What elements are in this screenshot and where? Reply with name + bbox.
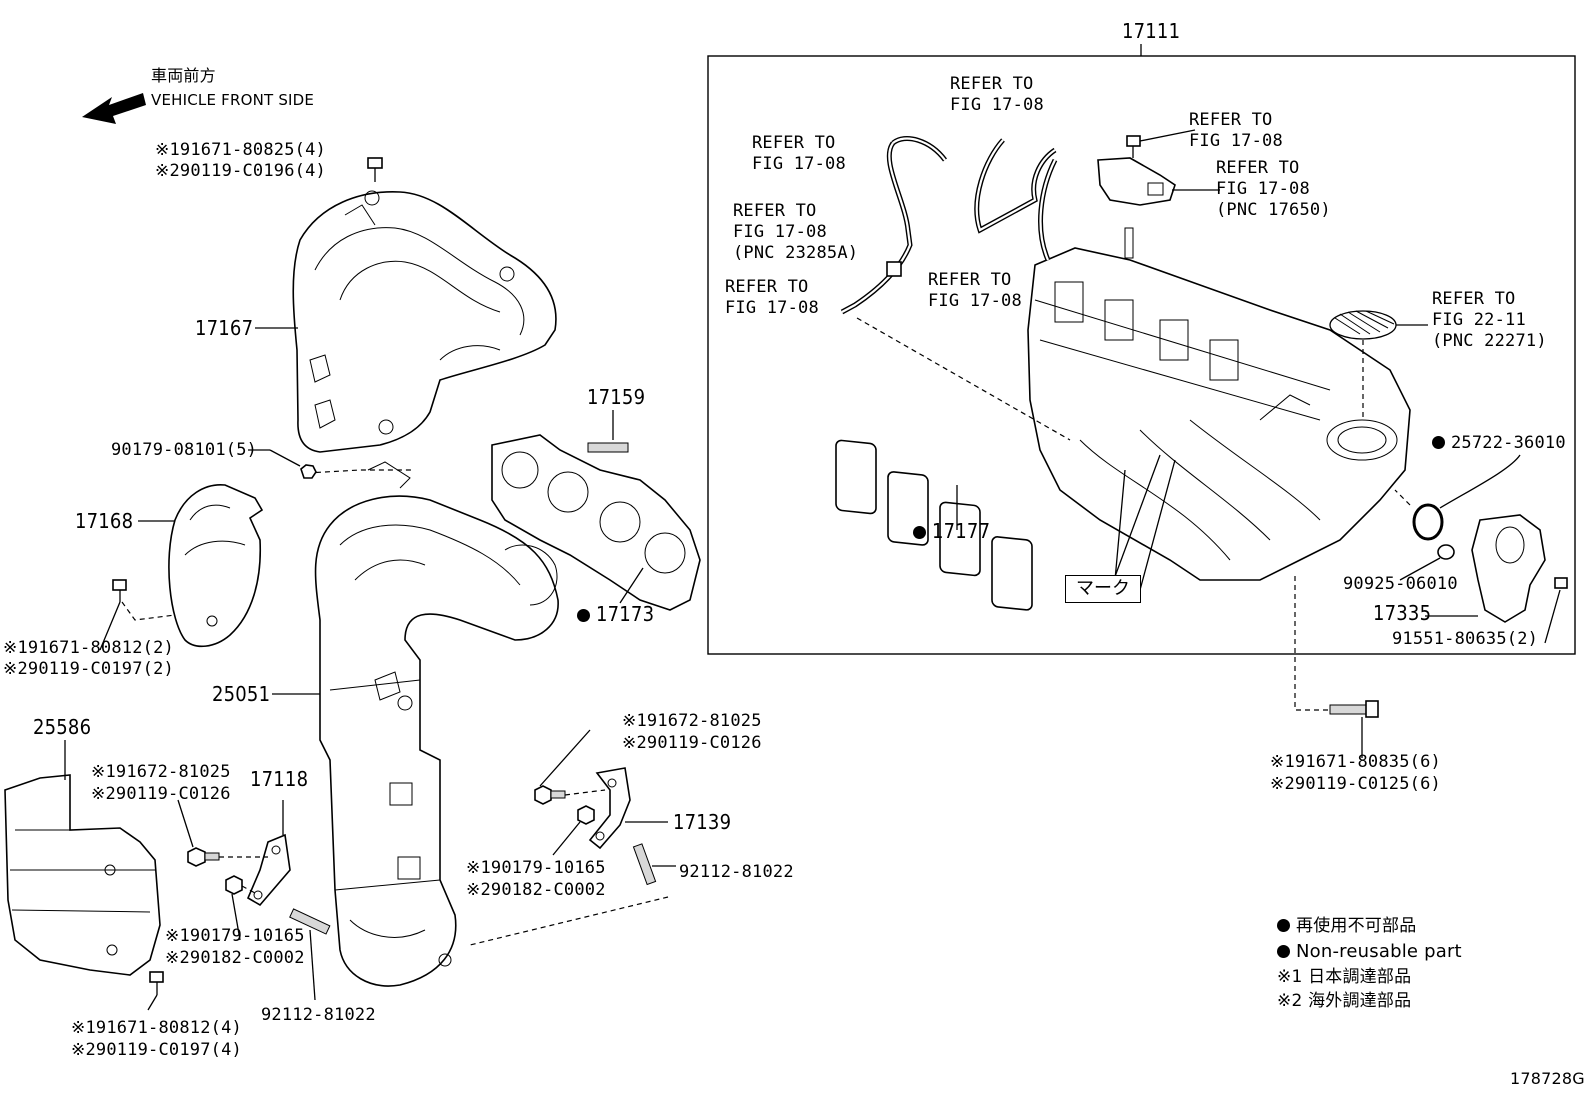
label-nut-17118-2: ※290182-C0002: [165, 948, 305, 968]
label-bolt-manifold-1: ※191671-80835(6): [1270, 752, 1441, 772]
stud-92112-a: [289, 908, 331, 935]
legend-note2: ※2 海外調達部品: [1277, 991, 1412, 1011]
label-91551: 91551-80635(2): [1392, 629, 1539, 649]
label-nut-17118-1: ※190179-10165: [165, 926, 305, 946]
label-17111: 17111: [1122, 19, 1181, 43]
label-bolt-top-1: ※191671-80825(4): [155, 140, 326, 160]
gasket-17173: [491, 434, 701, 611]
label-stud-92112-b: 92112-81022: [679, 862, 794, 882]
bracket-17139: [588, 767, 631, 850]
label-bolt-25586-1: ※191671-80812(4): [71, 1018, 242, 1038]
bolt-vsv: [1126, 135, 1141, 158]
heat-insulator-25586: [4, 774, 161, 976]
refer-7: REFER TO FIG 17-08 (PNC 17650): [1216, 158, 1331, 220]
label-17335: 17335: [1373, 601, 1432, 625]
label-bolt-25586-2: ※290119-C0197(4): [71, 1040, 242, 1060]
label-bolt-manifold-2: ※290119-C0125(6): [1270, 774, 1441, 794]
label-25586: 25586: [33, 715, 92, 739]
legend-non-reusable-jp: 再使用不可部品: [1277, 916, 1416, 937]
o-ring-25722: [1412, 503, 1444, 541]
non-reusable-dot-icon: [577, 609, 590, 622]
label-nut-17139-2: ※290182-C0002: [466, 880, 606, 900]
nut-17139: [577, 805, 595, 825]
legend-non-reusable-en: Non-reusable part: [1277, 941, 1462, 962]
label-bolt-17168-2: ※290119-C0197(2): [3, 659, 174, 679]
heat-insulator-17168: [168, 484, 264, 648]
label-bolt-17139-1: ※191672-81025: [622, 711, 762, 731]
label-90925: 90925-06010: [1343, 574, 1458, 594]
non-reusable-dot-icon: [1277, 919, 1290, 932]
refer-5: REFER TO FIG 17-08: [928, 270, 1022, 311]
front-arrow-icon: [82, 93, 146, 124]
refer-4: REFER TO FIG 17-08: [725, 277, 819, 318]
label-bolt-17168-1: ※191671-80812(2): [3, 638, 174, 658]
refer-3: REFER TO FIG 17-08 (PNC 23285A): [733, 201, 859, 263]
label-bolt-17118-1: ※191672-81025: [91, 762, 231, 782]
label-stud-92112-a: 92112-81022: [261, 1005, 376, 1025]
intake-manifold-17111: [1027, 227, 1411, 581]
bolt-91551: [1554, 577, 1568, 589]
heat-insulator-17167: [292, 190, 557, 453]
non-reusable-dot-icon: [1277, 945, 1290, 958]
refer-1: REFER TO FIG 17-08: [752, 133, 846, 174]
label-17168: 17168: [75, 509, 134, 533]
label-17167: 17167: [195, 316, 254, 340]
bolt-top: [367, 157, 383, 182]
label-bolt-17139-2: ※290119-C0126: [622, 733, 762, 753]
bolt-17168: [112, 579, 127, 602]
label-90179-08101: 90179-08101(5): [111, 440, 258, 460]
non-reusable-dot-icon: [1432, 436, 1445, 449]
label-17118: 17118: [250, 767, 309, 791]
mark-box: マーク: [1065, 575, 1141, 603]
figure-id: 178728G: [1510, 1069, 1585, 1088]
label-17173: 17173: [577, 603, 654, 625]
bolt-25586: [149, 971, 164, 995]
refer-8: REFER TO FIG 22-11 (PNC 22271): [1432, 289, 1547, 351]
label-25722: 25722-36010: [1432, 433, 1566, 454]
front-side-jp: 車両前方: [151, 66, 216, 85]
refer-2: REFER TO FIG 17-08: [950, 74, 1044, 115]
label-25051: 25051: [212, 682, 271, 706]
label-17159: 17159: [587, 385, 646, 409]
bolt-17118: [187, 847, 220, 867]
refer-6: REFER TO FIG 17-08: [1189, 110, 1283, 151]
stud-17159: [587, 442, 629, 453]
plug-90925: [1437, 544, 1455, 560]
exhaust-manifold-25051: [314, 461, 559, 987]
label-17139: 17139: [673, 810, 732, 834]
label-nut-17139-1: ※190179-10165: [466, 858, 606, 878]
label-17177: 17177: [913, 520, 990, 542]
stud-92112-b: [632, 843, 657, 886]
legend-note1: ※1 日本調達部品: [1277, 967, 1412, 987]
front-side-en: VEHICLE FRONT SIDE: [151, 91, 315, 109]
vsv-part: [1097, 157, 1176, 206]
bracket-17118: [246, 833, 291, 907]
throttle-body-17335: [1471, 514, 1546, 623]
label-bolt-17118-2: ※290119-C0126: [91, 784, 231, 804]
nut-90179-08101: [300, 464, 317, 479]
bolt-manifold: [1329, 700, 1379, 718]
mesh-22271: [1329, 310, 1397, 340]
non-reusable-dot-icon: [913, 526, 926, 539]
label-bolt-top-2: ※290119-C0196(4): [155, 161, 326, 181]
bolt-17139: [534, 785, 566, 805]
nut-17118: [225, 875, 243, 895]
